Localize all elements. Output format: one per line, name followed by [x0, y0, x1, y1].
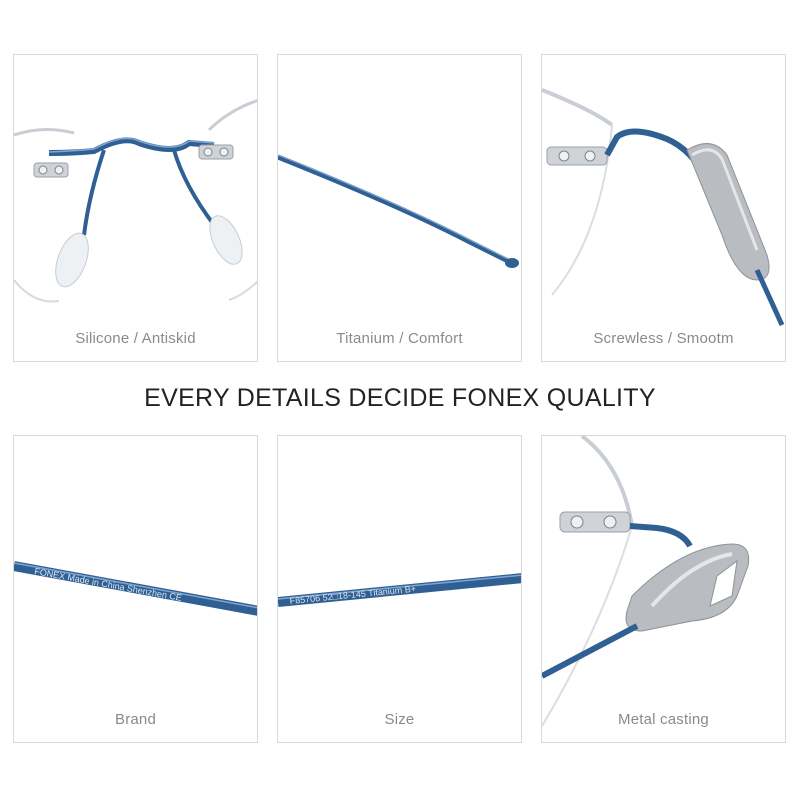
screwless-hinge-illustration: [542, 88, 785, 327]
metal-casting-illustration: [542, 436, 750, 727]
panel-caption: Screwless / Smootm: [593, 330, 734, 347]
brand-engraving: FONEX Made in China Shenzhen CE: [34, 566, 183, 603]
brand-temple-illustration: FONEX Made in China Shenzhen CE: [14, 561, 257, 616]
panel-brand: FONEX Made in China Shenzhen CE Brand: [13, 435, 258, 743]
panel-caption: Size: [384, 711, 415, 728]
panel-caption: Silicone / Antiskid: [75, 330, 196, 347]
panel-metal-casting: Metal casting: [541, 435, 786, 743]
panel-caption: Metal casting: [618, 711, 709, 728]
panel-silicone-antiskid: Silicone / Antiskid: [13, 54, 258, 362]
panel-caption: Brand: [114, 711, 157, 728]
headline: EVERY DETAILS DECIDE FONEX QUALITY: [144, 384, 656, 412]
nose-bridge-illustration: [14, 99, 257, 303]
panel-titanium-comfort: Titanium / Comfort: [277, 54, 522, 362]
size-temple-illustration: F85706 52□18-145 Titanium B+: [278, 573, 521, 607]
panel-screwless-smooth: Screwless / Smootm: [541, 54, 786, 362]
size-engraving: F85706 52□18-145 Titanium B+: [289, 584, 416, 606]
temple-tip-illustration: [278, 154, 519, 268]
panel-size: F85706 52□18-145 Titanium B+ Size: [277, 435, 522, 743]
panel-caption: Titanium / Comfort: [336, 330, 463, 347]
